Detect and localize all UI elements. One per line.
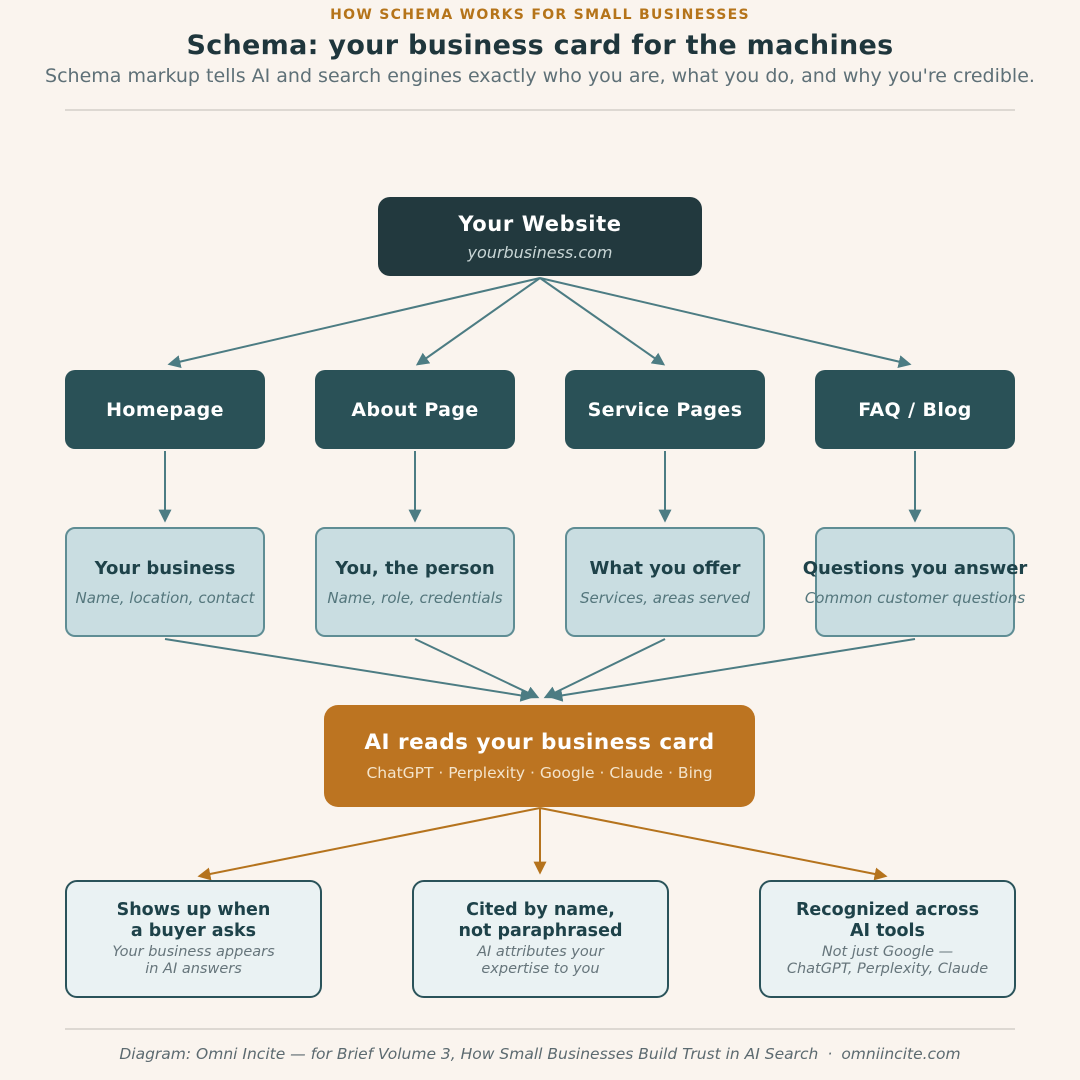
header-kicker: HOW SCHEMA WORKS FOR SMALL BUSINESSES — [330, 7, 750, 23]
outcome-title: Cited by name, not paraphrased — [458, 900, 623, 941]
outcome-detail: Not just Google — ChatGPT, Perplexity, C… — [786, 944, 989, 977]
schema-card-detail: Name, role, credentials — [327, 588, 503, 607]
page-label: FAQ / Blog — [858, 398, 972, 421]
schema-card-detail: Services, areas served — [580, 588, 750, 607]
arrow-website-to-homepage — [167, 277, 541, 368]
page-label: Homepage — [106, 398, 224, 421]
page-title: Schema: your business card for the machi… — [186, 30, 894, 61]
outcome-box-cited: Cited by name, not paraphrased AI attrib… — [412, 880, 669, 998]
outcome-detail: Your business appears in AI answers — [112, 944, 275, 977]
page-label: About Page — [351, 398, 479, 421]
header-subtitle: Schema markup tells AI and search engine… — [45, 65, 1035, 87]
schema-card-title: You, the person — [335, 557, 495, 579]
schema-card-questions: Questions you answer Common customer que… — [803, 527, 1027, 637]
arrow-person-to-ai — [414, 638, 540, 699]
footer-site: omniincite.com — [841, 1045, 961, 1063]
website-title: Your Website — [458, 211, 622, 236]
footer-divider — [65, 1028, 1015, 1030]
arrow-business-to-ai — [164, 638, 534, 702]
website-domain: yourbusiness.com — [467, 242, 613, 262]
arrow-offer-to-ai — [543, 638, 666, 699]
arrow-ai-to-recognized — [539, 807, 888, 881]
outcome-title: Recognized across AI tools — [795, 900, 980, 941]
outcome-title: Shows up when a buyer asks — [116, 900, 271, 941]
page-box-homepage: Homepage — [65, 370, 265, 449]
arrow-website-to-faq — [539, 277, 912, 368]
schema-card-detail: Name, location, contact — [75, 588, 255, 607]
arrow-website-to-about — [415, 277, 541, 366]
header-divider — [65, 109, 1015, 111]
website-box: Your Website yourbusiness.com — [378, 197, 702, 276]
footer-credit-text: Diagram: Omni Incite — for Brief Volume … — [119, 1045, 819, 1063]
arrow-ai-to-shows-up — [197, 807, 541, 881]
schema-card-title: What you offer — [589, 557, 741, 579]
schema-card-your-business: Your business Name, location, contact — [65, 527, 265, 637]
arrow-website-to-services — [539, 277, 666, 366]
page-box-services: Service Pages — [565, 370, 765, 449]
schema-card-title: Your business — [94, 557, 236, 579]
page-box-faq: FAQ / Blog — [815, 370, 1015, 449]
page-box-about: About Page — [315, 370, 515, 449]
outcome-box-shows-up: Shows up when a buyer asks Your business… — [65, 880, 322, 998]
schema-card-title: Questions you answer — [802, 557, 1028, 579]
outcome-detail: AI attributes your expertise to you — [477, 944, 604, 977]
page-label: Service Pages — [587, 398, 743, 421]
schema-card-detail: Common customer questions — [804, 588, 1026, 607]
outcome-box-recognized: Recognized across AI tools Not just Goog… — [759, 880, 1016, 998]
arrow-questions-to-ai — [549, 638, 916, 702]
footer-credit: Diagram: Omni Incite — for Brief Volume … — [0, 1045, 1080, 1063]
ai-reads-box: AI reads your business card ChatGPT · Pe… — [324, 705, 755, 807]
schema-card-what-you-offer: What you offer Services, areas served — [565, 527, 765, 637]
footer-separator: · — [827, 1045, 833, 1063]
ai-reads-title: AI reads your business card — [364, 730, 715, 755]
schema-card-you-the-person: You, the person Name, role, credentials — [315, 527, 515, 637]
ai-tools-list: ChatGPT · Perplexity · Google · Claude ·… — [366, 764, 713, 782]
